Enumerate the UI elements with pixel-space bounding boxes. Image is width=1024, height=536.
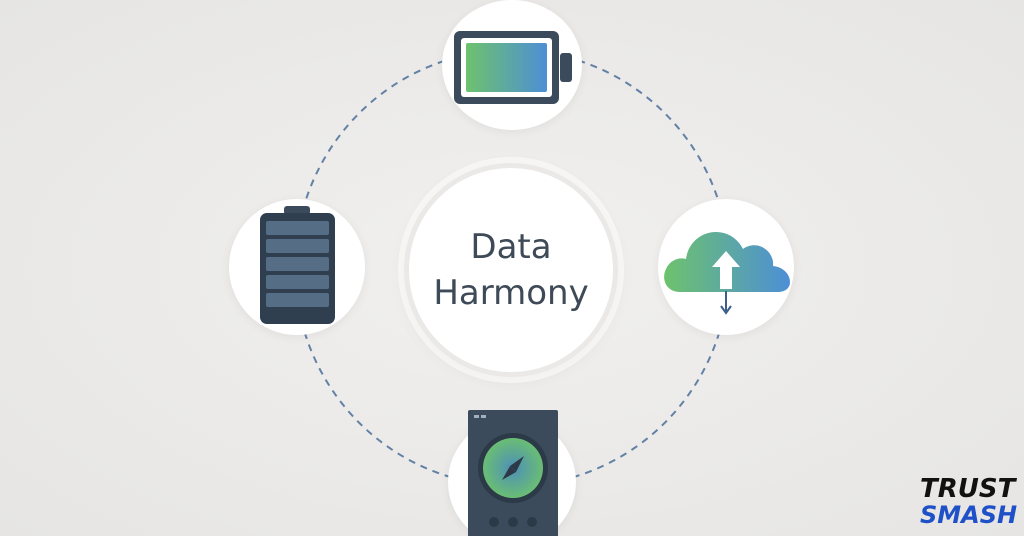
battery-horizontal-icon [454, 31, 572, 104]
cloud-upload-icon [664, 232, 790, 315]
brand-logo: TRUST SMASH [920, 474, 1018, 529]
battery-node-left [229, 199, 365, 335]
logo-line-trust: TRUST [920, 474, 1016, 504]
compass-device-icon [468, 410, 558, 536]
logo-line-smash: SMASH [920, 501, 1018, 529]
center-node: Data Harmony [404, 163, 618, 377]
battery-node-top [442, 0, 582, 130]
cloud-node-right [658, 199, 794, 335]
device-node-bottom [448, 410, 576, 536]
center-label: Data Harmony [433, 227, 589, 313]
battery-vertical-icon [260, 206, 335, 324]
